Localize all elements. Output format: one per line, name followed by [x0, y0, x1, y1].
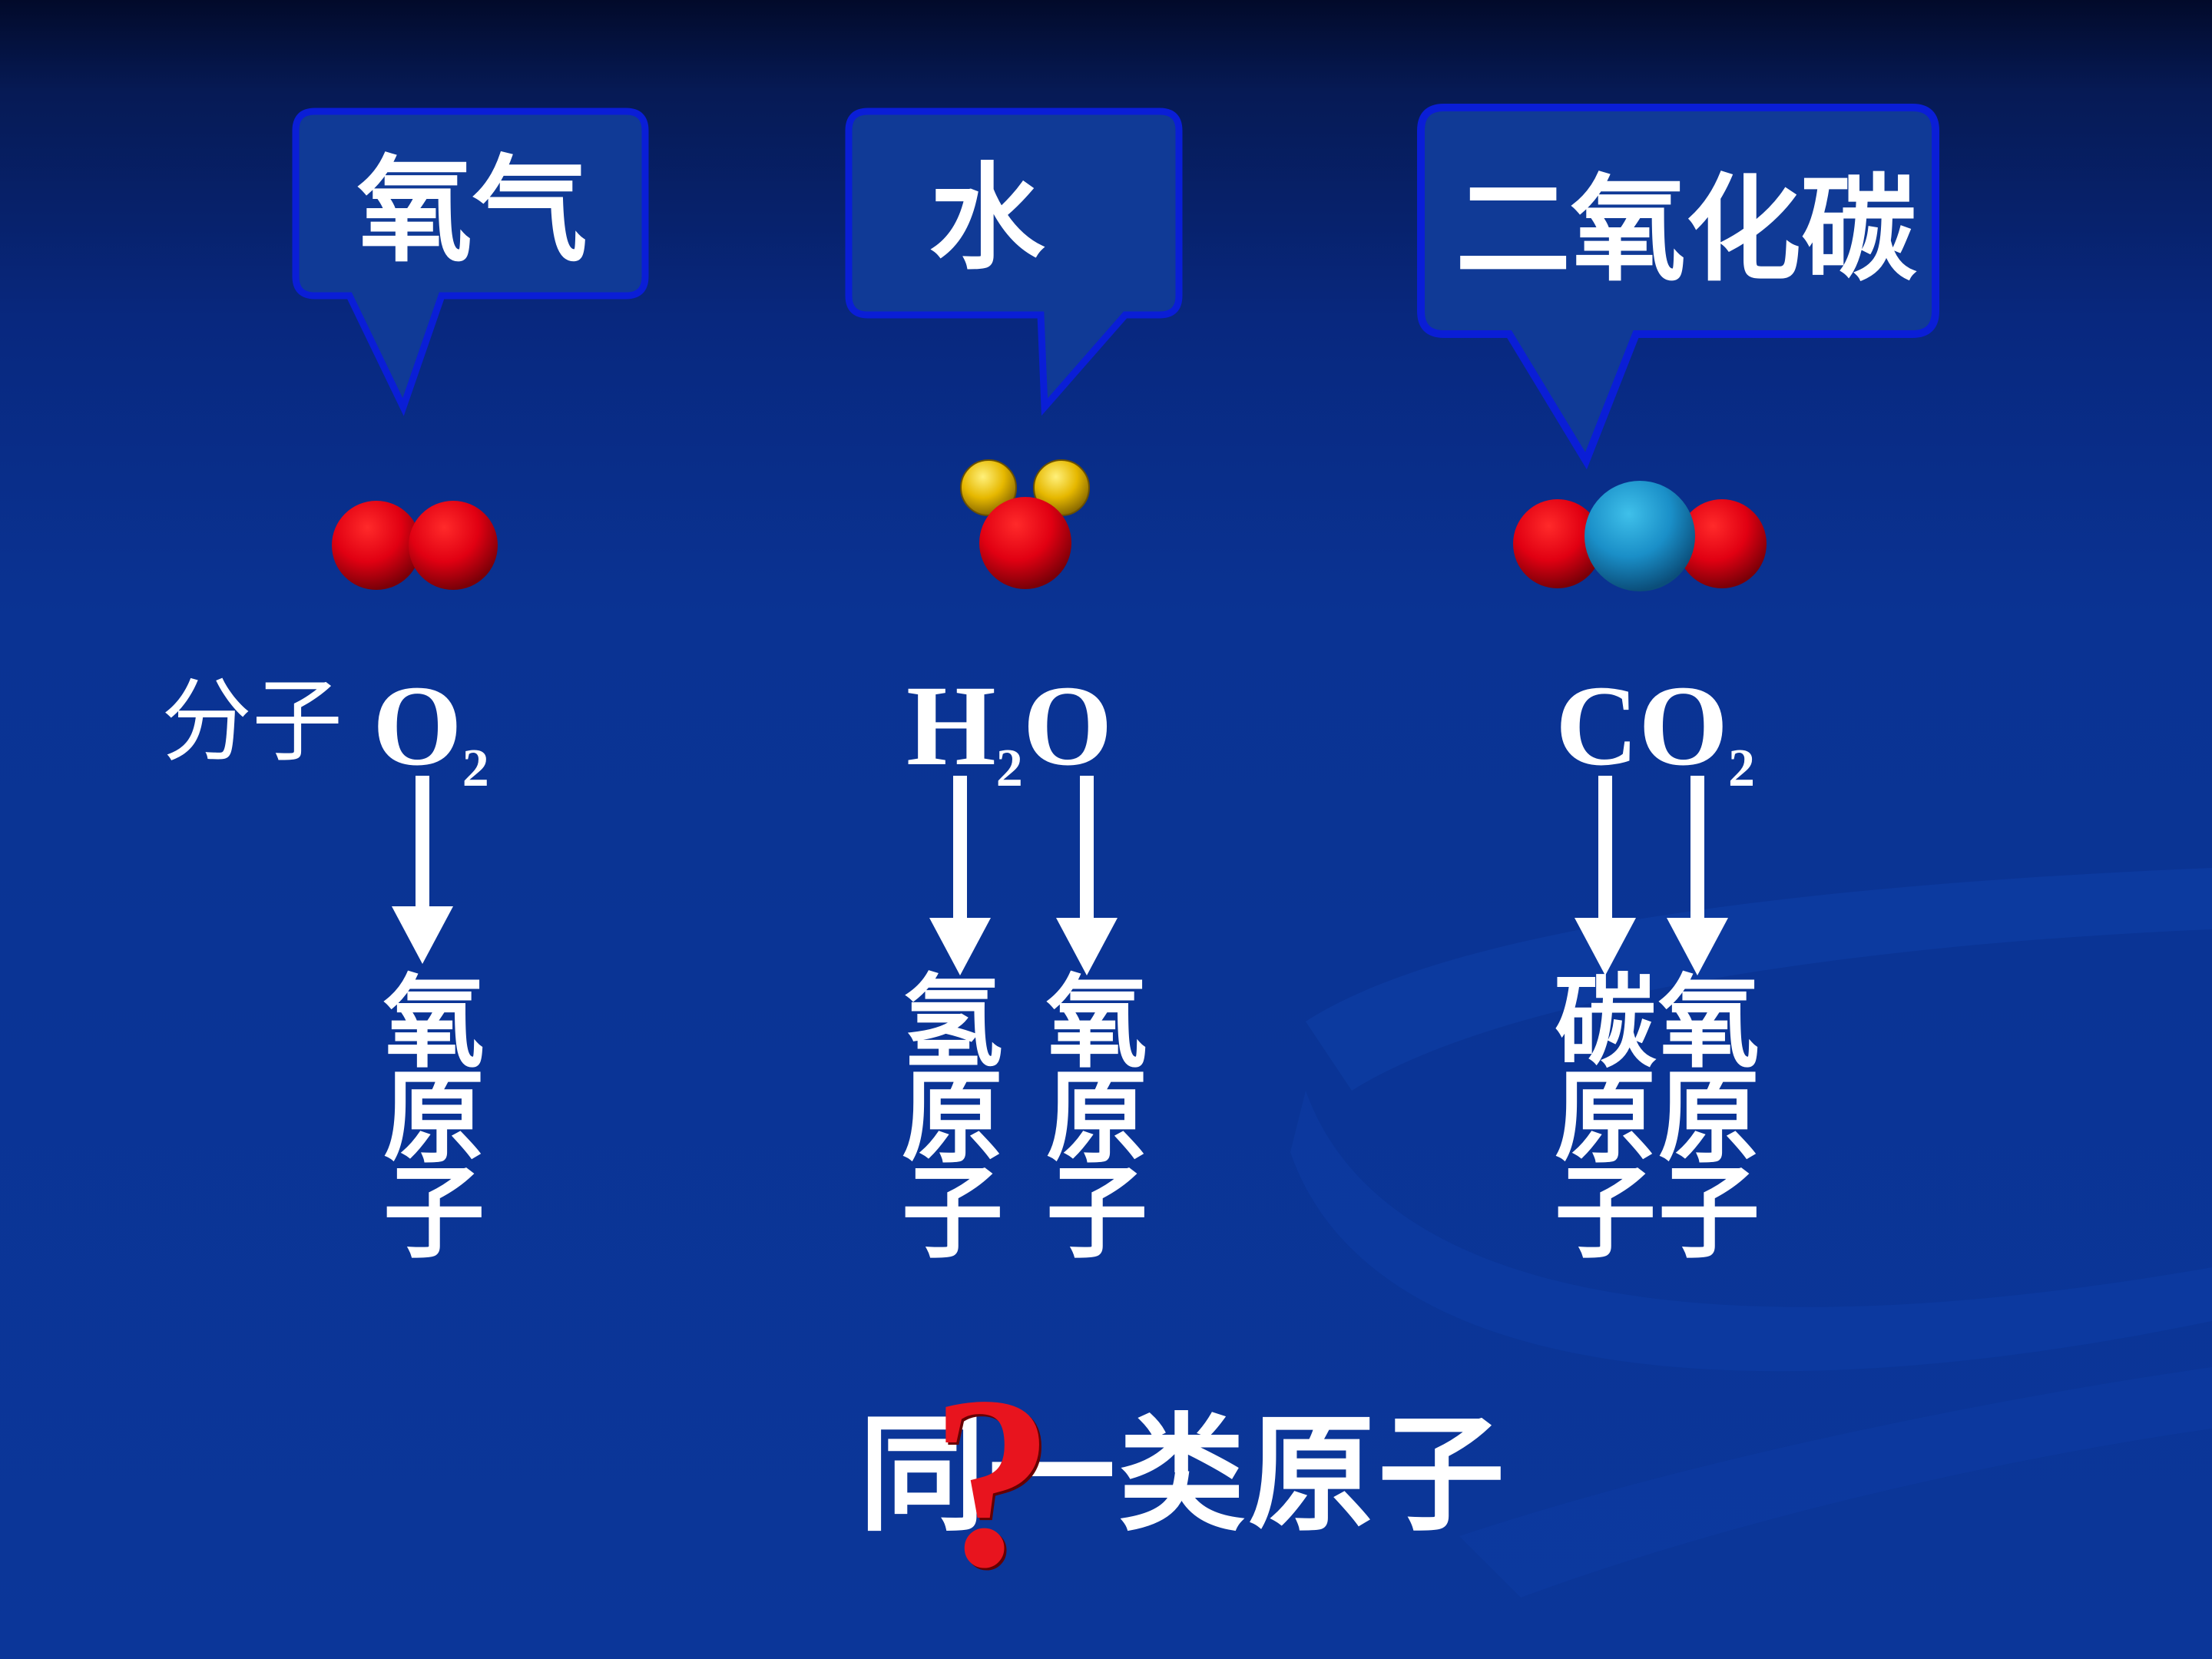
formula-o2: O2: [373, 668, 489, 796]
molecule-h2o-icon: [960, 459, 1090, 589]
label-oxygen-atom-h2o: 氧 原 子: [1043, 964, 1151, 1273]
bubble-label-water: 水: [929, 152, 1045, 286]
formula-o2-sub: 2: [462, 739, 489, 798]
label-char: 氧: [1046, 964, 1147, 1082]
label-oxygen-atom-o2: 氧 原 子: [380, 964, 488, 1273]
formula-co2-sub: 2: [1728, 739, 1755, 798]
label-char: 原: [902, 1059, 1003, 1177]
label-char: 原: [383, 1059, 485, 1177]
label-char: 原: [1658, 1059, 1760, 1177]
down-arrow-icon: [1056, 776, 1118, 975]
molecule-co2-icon: [1513, 481, 1767, 591]
label-char: 碳: [1555, 964, 1656, 1082]
label-char: 原: [1046, 1059, 1147, 1177]
down-arrow-icon: [1667, 776, 1728, 975]
formula-h2o: H2O: [906, 668, 1112, 796]
down-arrow-icon: [929, 776, 991, 975]
formula-h2o-h: H: [906, 662, 996, 790]
label-char: 原: [1555, 1059, 1656, 1177]
formula-co2: CO2: [1555, 668, 1755, 796]
formula-co2-main: CO: [1555, 662, 1728, 790]
down-arrow-icon: [1575, 776, 1636, 975]
label-char: 子: [1658, 1154, 1760, 1273]
label-oxygen-atom-co2: 氧 原 子: [1655, 964, 1763, 1273]
label-char: 子: [902, 1154, 1003, 1273]
label-char: 子: [1046, 1154, 1147, 1273]
bubble-label-oxygen: 氧气: [357, 144, 588, 278]
bottom-caption: 同一类原子: [859, 1401, 1508, 1548]
label-char: 子: [1555, 1154, 1656, 1273]
formula-h2o-sub: 2: [995, 739, 1023, 798]
bubble-label-co2: 二氧化碳: [1455, 164, 1917, 297]
molecule-o2-icon: [332, 501, 498, 590]
speech-bubble-oxygen: [292, 108, 649, 416]
label-char: 氧: [383, 964, 485, 1082]
label-char: 氧: [1658, 964, 1760, 1082]
formula-o2-main: O: [373, 662, 462, 790]
speech-bubble-water: [845, 108, 1183, 416]
label-char: 氢: [902, 964, 1003, 1082]
question-mark-icon: ?: [931, 1346, 1054, 1618]
label-carbon-atom: 碳 原 子: [1551, 964, 1659, 1273]
formula-h2o-o: O: [1022, 662, 1113, 790]
label-char: 子: [383, 1154, 485, 1273]
speech-bubble-co2: [1417, 104, 1939, 470]
label-hydrogen-atom: 氢 原 子: [899, 964, 1006, 1273]
molecule-prefix-label: 分子: [161, 668, 343, 774]
down-arrow-icon: [392, 776, 453, 964]
